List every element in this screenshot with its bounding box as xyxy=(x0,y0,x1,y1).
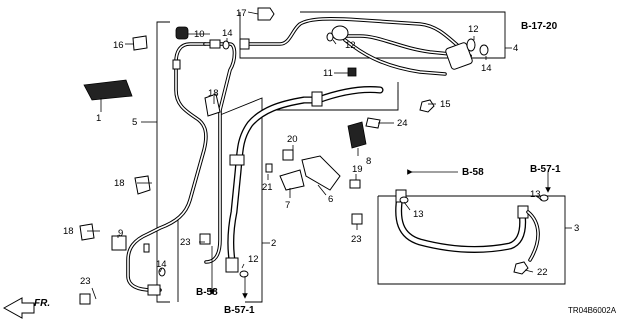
part-17-clip xyxy=(257,7,275,21)
callout-14-right: 14 xyxy=(481,63,492,74)
callout-4: 4 xyxy=(513,43,518,54)
part-10-cushion xyxy=(175,26,189,40)
part-15-nut xyxy=(419,99,435,113)
ref-b-57-1-right: B-57-1 xyxy=(530,164,561,175)
callout-23-right: 23 xyxy=(351,234,362,245)
ref-b-57-1-bottom: B-57-1 xyxy=(224,305,255,316)
pipe-end-fitting xyxy=(239,38,250,50)
part-9-tab xyxy=(143,243,150,253)
o-ring-12-lower xyxy=(239,270,249,278)
callout-3: 3 xyxy=(574,223,579,234)
part-7-bracket xyxy=(279,169,305,191)
callout-6: 6 xyxy=(328,194,333,205)
ref-b-17-20: B-17-20 xyxy=(521,21,558,32)
seal-13-mid xyxy=(399,196,409,204)
callout-21: 21 xyxy=(262,182,273,193)
callout-18-mid: 18 xyxy=(114,178,125,189)
callout-22: 22 xyxy=(537,267,548,278)
part-3-hose xyxy=(395,189,540,262)
part-24-bolt xyxy=(365,117,381,129)
hose-joint xyxy=(311,91,323,107)
part-22-nut xyxy=(513,261,529,275)
hose-band xyxy=(229,154,245,166)
bracket-part-4-left xyxy=(239,12,460,59)
callout-17: 17 xyxy=(236,8,247,19)
diagram-code: TR04B6002A xyxy=(568,306,617,315)
callout-12-top: 12 xyxy=(345,40,356,51)
seal-13-right xyxy=(539,194,549,202)
block-fitting-left xyxy=(331,25,349,41)
part-4-pipes xyxy=(239,7,489,76)
part-1-pad xyxy=(83,79,133,101)
pipe-fitting-top xyxy=(209,39,221,49)
part-11-cap xyxy=(347,67,357,77)
block-fitting-right xyxy=(445,42,473,70)
front-arrow-icon xyxy=(2,297,35,319)
callout-13-right: 13 xyxy=(530,189,541,200)
part-23-bolt-low xyxy=(79,293,91,305)
small-parts xyxy=(79,26,549,305)
callout-numbers: 1 2 3 4 5 6 7 8 9 10 11 12 12 12 13 13 1… xyxy=(63,8,579,287)
part-20-bolt xyxy=(282,149,294,161)
o-ring-12-top xyxy=(326,32,334,42)
part-23-bolt-right xyxy=(351,213,363,225)
pipe-clip-upper xyxy=(172,59,181,70)
callout-12-lower: 12 xyxy=(248,254,259,265)
part-18-clip-mid xyxy=(134,175,151,195)
callout-10: 10 xyxy=(194,29,205,40)
callout-9: 9 xyxy=(118,228,123,239)
callout-12-right: 12 xyxy=(468,24,479,35)
bracket-part-2 xyxy=(219,97,263,303)
callout-14-lower: 14 xyxy=(156,259,167,270)
reference-codes: B-17-20 B-58 B-57-1 B-58 B-57-1 xyxy=(196,21,561,316)
callout-18-low: 18 xyxy=(63,226,74,237)
callout-7: 7 xyxy=(285,200,290,211)
callout-13-mid: 13 xyxy=(413,209,424,220)
callout-1: 1 xyxy=(96,113,101,124)
bracket-part-3 xyxy=(377,195,566,285)
o-ring-12-right xyxy=(466,38,476,52)
part-19-bolt xyxy=(349,179,361,189)
callout-23-mid: 23 xyxy=(180,237,191,248)
bracket-part-5 xyxy=(156,21,170,303)
front-label: FR. xyxy=(34,298,50,309)
callout-18-top: 18 xyxy=(208,88,219,99)
part-5-pipe xyxy=(126,39,237,296)
part-18-clip-top xyxy=(204,93,221,117)
part-8-switch xyxy=(347,121,367,149)
callout-11: 11 xyxy=(323,68,333,79)
pipe-fitting-bottom xyxy=(147,284,161,296)
callout-2: 2 xyxy=(271,238,276,249)
callout-19: 19 xyxy=(352,164,363,175)
part-9-clamp xyxy=(111,235,127,251)
callout-8: 8 xyxy=(366,156,371,167)
front-indicator: FR. xyxy=(2,297,50,319)
callout-20: 20 xyxy=(287,134,298,145)
part-6-bracket xyxy=(301,155,341,191)
leader-lines xyxy=(87,11,572,300)
bracket-part-4-top xyxy=(300,11,506,59)
ref-b-58-bottom: B-58 xyxy=(196,287,218,298)
o-ring-14-right xyxy=(479,44,489,56)
part-23-bolt-mid xyxy=(199,233,211,245)
part-16-clip xyxy=(132,35,148,51)
ref-b-58-right: B-58 xyxy=(462,167,484,178)
part-21-bolt xyxy=(265,163,273,173)
callout-24: 24 xyxy=(397,118,408,129)
callout-15: 15 xyxy=(440,99,451,110)
callout-23-low: 23 xyxy=(80,276,91,287)
o-ring-14-top xyxy=(222,40,230,50)
callout-16: 16 xyxy=(113,40,124,51)
part-2-hose xyxy=(225,86,384,278)
callout-14-top: 14 xyxy=(222,28,233,39)
callout-5: 5 xyxy=(132,117,137,128)
hose-lower-fitting xyxy=(225,257,239,273)
part-18-clip-low xyxy=(79,223,95,241)
